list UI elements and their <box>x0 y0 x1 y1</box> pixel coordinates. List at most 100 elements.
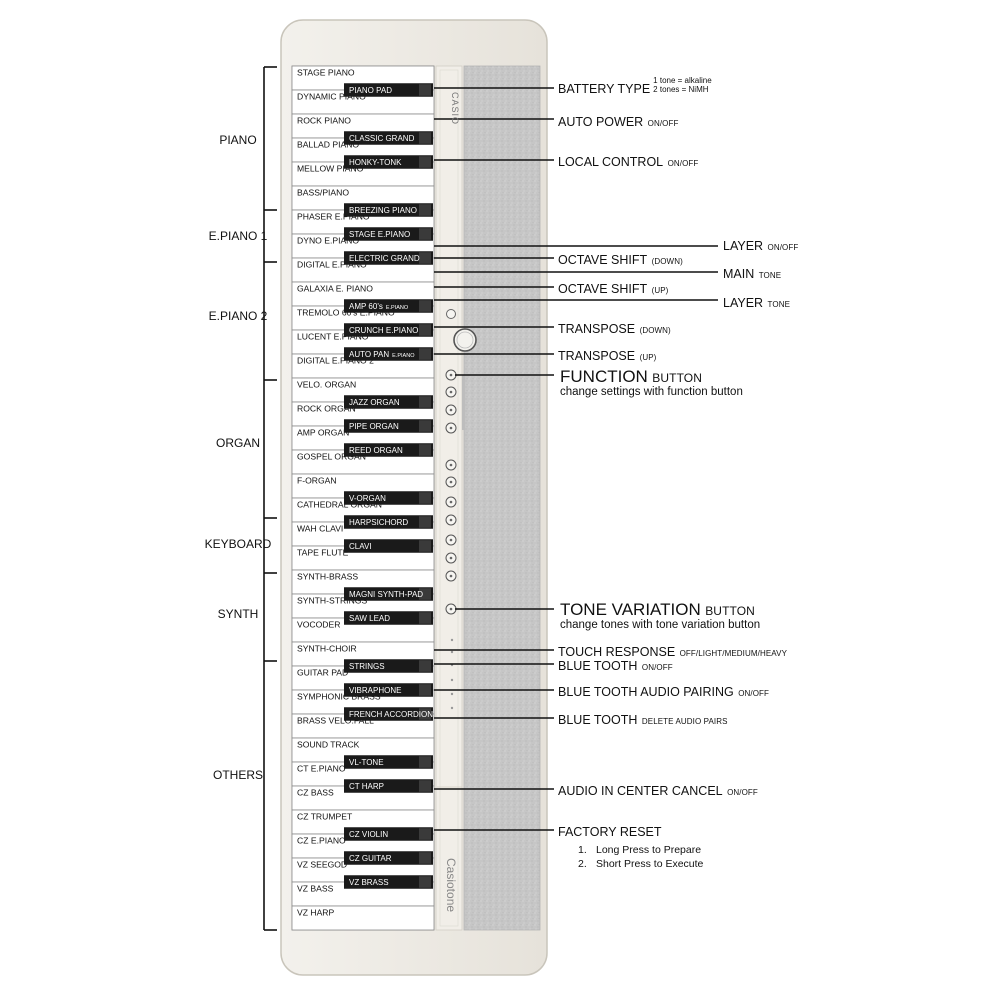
white-key-label: VZ SEEGOD <box>297 860 347 870</box>
casiotone-logo: Casiotone <box>444 858 458 912</box>
black-key[interactable]: CZ GUITAR <box>344 851 433 865</box>
white-key-label: ROCK PIANO <box>297 116 351 126</box>
panel-button-dot <box>449 390 453 394</box>
annotation-subtitle: (DOWN) <box>639 326 671 335</box>
panel-button-dot <box>449 373 453 377</box>
black-key-shading <box>419 204 431 216</box>
black-key-body <box>344 755 433 769</box>
annotation-title: BLUE TOOTH <box>558 713 638 727</box>
black-key[interactable]: VL-TONE <box>344 755 433 769</box>
black-key-name: CZ VIOLIN <box>349 830 388 839</box>
black-key[interactable]: STRINGS <box>344 659 433 673</box>
black-key[interactable]: MAGNI SYNTH-PAD <box>344 587 433 601</box>
white-key-label: DYNAMIC PIANO <box>297 92 366 102</box>
black-key[interactable]: ELECTRIC GRAND <box>344 251 433 265</box>
black-key[interactable]: VIBRAPHONE <box>344 683 433 697</box>
black-key[interactable]: REED ORGAN <box>344 443 433 457</box>
black-key[interactable]: CZ VIOLIN <box>344 827 433 841</box>
annotation-title: FUNCTION <box>560 367 648 386</box>
black-key-shading <box>419 660 431 672</box>
panel-button-dot <box>449 480 453 484</box>
black-key-label: BREEZING PIANO <box>349 206 417 215</box>
category-label: ORGAN <box>215 436 260 450</box>
black-key[interactable]: CLAVI <box>344 539 433 553</box>
black-key-label: HONKY-TONK <box>349 158 402 167</box>
black-key[interactable]: VZ BRASS <box>344 875 433 889</box>
black-key-shading <box>419 756 431 768</box>
black-key-label: JAZZ ORGAN <box>349 398 400 407</box>
step-text: Short Press to Execute <box>596 858 704 870</box>
annotation-title: AUDIO IN CENTER CANCEL <box>558 784 723 798</box>
annotation-subtitle: TONE <box>767 300 791 309</box>
black-key-name: HONKY-TONK <box>349 158 402 167</box>
annotation-subtitle: BUTTON <box>652 371 702 385</box>
black-key[interactable]: HONKY-TONK <box>344 155 433 169</box>
annotation: OCTAVE SHIFT (UP) <box>558 280 668 298</box>
annotation-title: TRANSPOSE <box>558 322 636 336</box>
black-key[interactable]: CLASSIC GRAND <box>344 131 433 145</box>
white-key-label: AMP ORGAN <box>297 428 349 438</box>
black-key-body <box>344 491 433 505</box>
black-key-body <box>344 155 433 169</box>
black-key[interactable]: STAGE E.PIANO <box>344 227 433 241</box>
white-key-label: SYNTH-STRINGS <box>297 596 367 606</box>
white-key-label: ROCK ORGAN <box>297 404 356 414</box>
black-key[interactable]: FRENCH ACCORDION <box>344 707 433 721</box>
annotation-title: TRANSPOSE <box>558 349 636 363</box>
white-key-label: SYNTH-BRASS <box>297 572 358 582</box>
black-key-shading <box>419 684 431 696</box>
annotation: AUDIO IN CENTER CANCEL ON/OFF <box>558 782 758 800</box>
black-key[interactable]: V-ORGAN <box>344 491 433 505</box>
black-key[interactable]: BREEZING PIANO <box>344 203 433 217</box>
black-key-label: STAGE E.PIANO <box>349 230 410 239</box>
black-key-subname: E.PIANO <box>386 305 409 311</box>
panel-button-dot <box>449 574 453 578</box>
black-key[interactable]: HARPSICHORD <box>344 515 433 529</box>
black-key-label: VZ BRASS <box>349 878 389 887</box>
function-led-button[interactable] <box>446 309 456 319</box>
white-key-label: DIGITAL E.PIANO 2 <box>297 356 374 366</box>
black-key-body <box>344 131 433 145</box>
black-key-name: JAZZ ORGAN <box>349 398 400 407</box>
annotation-subtitle: ON/OFF <box>738 689 770 698</box>
black-key-shading <box>419 540 431 552</box>
black-key-name: CRUNCH E.PIANO <box>349 326 418 335</box>
black-key-label: PIANO PAD <box>349 86 392 95</box>
black-key-shading <box>419 516 431 528</box>
annotation-subtitle: ON/OFF <box>727 788 758 797</box>
white-key-label: CZ TRUMPET <box>297 812 353 822</box>
black-key[interactable]: SAW LEAD <box>344 611 433 625</box>
casio-logo: CASIO <box>450 92 460 125</box>
black-key[interactable]: PIPE ORGAN <box>344 419 433 433</box>
panel-button-dot <box>449 518 453 522</box>
annotation-title: BLUE TOOTH AUDIO PAIRING <box>558 685 734 699</box>
black-key[interactable]: CRUNCH E.PIANO <box>344 323 433 337</box>
black-key-shading <box>419 132 431 144</box>
white-key-label: BASS/PIANO <box>297 188 349 198</box>
panel-button-dot <box>449 500 453 504</box>
white-key-label: VOCODER <box>297 620 340 630</box>
white-key-label: CZ BASS <box>297 788 334 798</box>
black-key-body <box>344 587 433 601</box>
white-key-label: PHASER E.PIANO <box>297 212 370 222</box>
black-key-label: V-ORGAN <box>349 494 386 503</box>
annotation: MAIN TONE <box>723 265 781 283</box>
black-key-name: CLASSIC GRAND <box>349 134 415 143</box>
black-key[interactable]: JAZZ ORGAN <box>344 395 433 409</box>
black-key-label: MAGNI SYNTH-PAD <box>349 590 423 599</box>
panel-button-dot <box>449 426 453 430</box>
annotation-title: OCTAVE SHIFT <box>558 253 648 267</box>
black-key-body <box>344 683 433 697</box>
black-key-name: VL-TONE <box>349 758 384 767</box>
step-number: 2. <box>578 858 587 870</box>
black-key[interactable]: CT HARP <box>344 779 433 793</box>
black-key[interactable]: PIANO PAD <box>344 83 433 97</box>
black-key-name: VZ BRASS <box>349 878 389 887</box>
white-key[interactable]: VZ HARP <box>291 905 435 931</box>
